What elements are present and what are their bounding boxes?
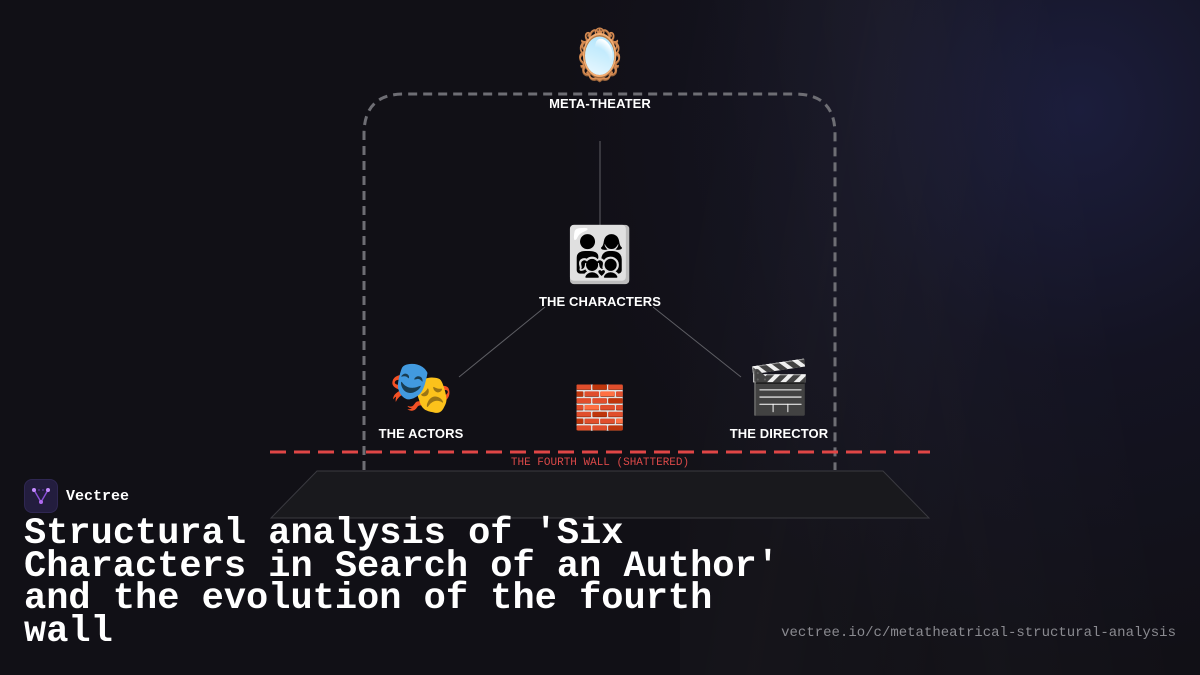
source-url[interactable]: vectree.io/c/metatheatrical-structural-a… — [781, 625, 1176, 641]
node-actors: 🎭 THE ACTORS — [321, 362, 521, 441]
stage-platform — [269, 470, 931, 519]
node-label-actors: THE ACTORS — [378, 426, 464, 441]
node-label-meta-theater: META-THEATER — [549, 96, 651, 111]
node-label-characters: THE CHARACTERS — [538, 294, 661, 309]
fourth-wall-label: THE FOURTH WALL (SHATTERED) — [510, 457, 690, 469]
brick-icon: 🧱 — [573, 383, 627, 432]
node-director: 🎬 THE DIRECTOR — [679, 362, 879, 441]
brand-name: Vectree — [66, 487, 130, 505]
clapper-board-icon: 🎬 — [746, 358, 812, 418]
mirror-icon: 🪞 — [568, 26, 632, 84]
meta-theater-frame — [362, 92, 837, 470]
node-characters: 👨‍👩‍👧‍👦 THE CHARACTERS — [500, 223, 700, 310]
connector-characters-actors — [458, 306, 546, 378]
vectree-logo-icon — [24, 479, 58, 513]
connector-characters-director — [652, 306, 742, 378]
brand[interactable]: Vectree — [24, 479, 129, 513]
background-rays — [680, 0, 1200, 675]
node-label-director: THE DIRECTOR — [729, 426, 829, 441]
page-title: Structural analysis of 'Six Characters i… — [24, 513, 779, 653]
node-meta-theater: 🪞 META-THEATER — [500, 30, 700, 111]
performing-arts-icon: 🎭 — [388, 358, 454, 418]
family-icon: 👨‍👩‍👧‍👦 — [566, 223, 634, 286]
